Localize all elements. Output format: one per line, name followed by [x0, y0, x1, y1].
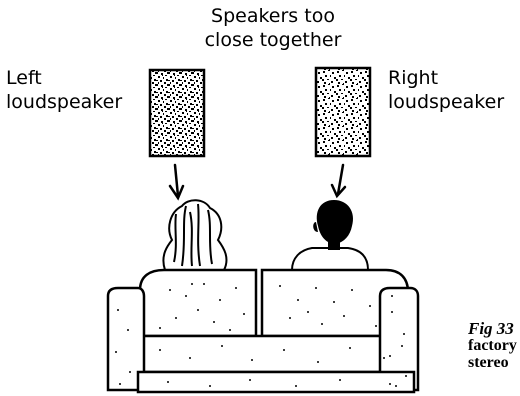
- title-line-2: close together: [168, 28, 378, 52]
- right-label-line-1: Right: [388, 66, 504, 90]
- title-line-1: Speakers too: [168, 4, 378, 28]
- left-arrow: [170, 165, 183, 198]
- right-label-line-2: loudspeaker: [388, 90, 504, 114]
- caption-line-3: stereo: [468, 354, 517, 371]
- right-person: [292, 200, 368, 270]
- right-speaker-label: Right loudspeaker: [388, 66, 504, 114]
- left-label-line-1: Left: [6, 66, 122, 90]
- right-speaker: [316, 68, 370, 156]
- left-speaker: [150, 70, 204, 156]
- caption-line-2: factory: [468, 337, 517, 354]
- figure-caption: Fig 33 factory stereo: [468, 320, 517, 371]
- left-label-line-2: loudspeaker: [6, 90, 122, 114]
- right-arrow: [332, 165, 345, 196]
- left-person: [163, 200, 226, 270]
- left-speaker-label: Left loudspeaker: [6, 66, 122, 114]
- diagram-title: Speakers too close together: [168, 4, 378, 52]
- caption-fig-number: Fig 33: [468, 320, 517, 337]
- sofa: [108, 270, 418, 392]
